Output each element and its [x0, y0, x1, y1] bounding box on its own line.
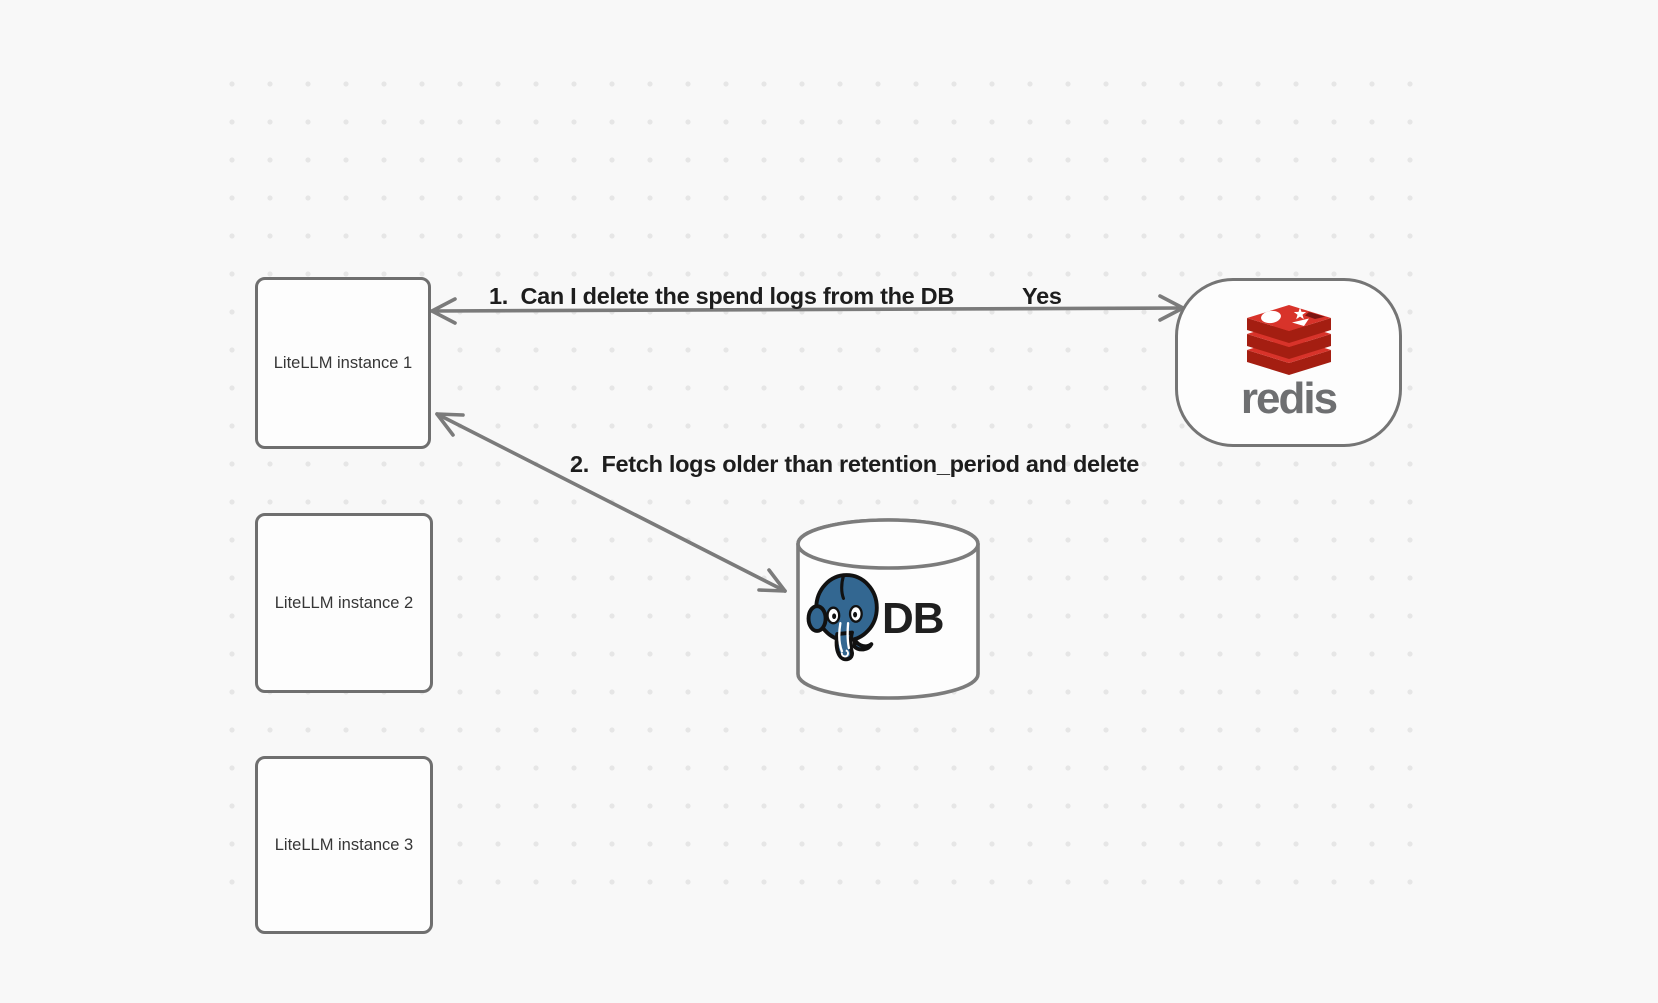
redis-wordmark: redis	[1240, 373, 1338, 423]
redis-topface-glyphs	[1260, 307, 1325, 326]
edge-label-yes: Yes	[1022, 283, 1062, 309]
litellm-instance-3-label: LiteLLM instance 3	[274, 835, 414, 854]
edge-label-fetch-logs: 2. Fetch logs older than retention_perio…	[570, 451, 1140, 477]
litellm-instance-3-node: LiteLLM instance 3	[255, 756, 433, 934]
redis-node: redis	[1175, 278, 1402, 447]
litellm-instance-1-node: LiteLLM instance 1	[255, 277, 431, 449]
edge-label-delete-spend-logs: 1. Can I delete the spend logs from the …	[489, 283, 955, 309]
litellm-instance-2-node: LiteLLM instance 2	[255, 513, 433, 693]
litellm-instance-2-label: LiteLLM instance 2	[274, 593, 414, 612]
litellm-instance-1-label: LiteLLM instance 1	[273, 353, 413, 372]
database-cylinder-icon	[796, 518, 980, 700]
postgresql-elephant-icon	[806, 573, 879, 662]
db-label: DB	[882, 594, 945, 643]
redis-cushion-top	[1246, 304, 1331, 343]
postgres-db-node: DB	[794, 514, 982, 704]
redis-logo-icon	[1246, 304, 1331, 375]
